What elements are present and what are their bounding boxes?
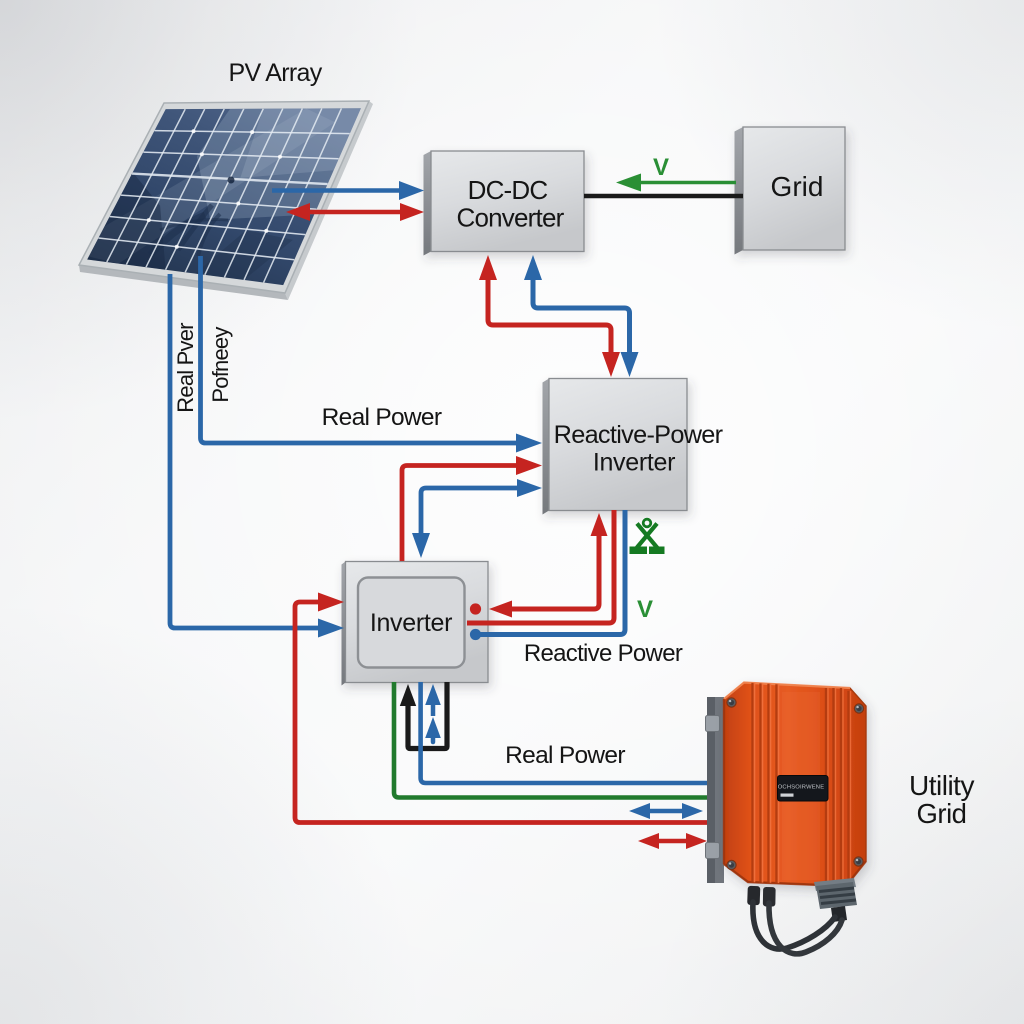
svg-text:Grid: Grid — [771, 171, 824, 202]
svg-text:DC-DC: DC-DC — [468, 175, 548, 205]
svg-text:Pofneey: Pofneey — [208, 327, 233, 403]
svg-text:OCHSOIRWENE: OCHSOIRWENE — [778, 785, 825, 791]
svg-text:PV Array: PV Array — [228, 59, 322, 87]
svg-text:Utility: Utility — [909, 770, 974, 801]
svg-text:V: V — [653, 154, 669, 181]
svg-text:Inverter: Inverter — [370, 609, 452, 637]
svg-text:Inverter: Inverter — [593, 449, 675, 477]
svg-text:Reactive-Power: Reactive-Power — [554, 421, 723, 449]
svg-text:Real Power: Real Power — [505, 742, 625, 769]
svg-text:Reactive Power: Reactive Power — [524, 640, 683, 667]
svg-text:Real Pver: Real Pver — [173, 323, 198, 413]
svg-text:Grid: Grid — [917, 798, 967, 829]
svg-text:V: V — [637, 596, 653, 623]
svg-text:Converter: Converter — [457, 203, 565, 233]
svg-text:Real Power: Real Power — [322, 404, 442, 431]
